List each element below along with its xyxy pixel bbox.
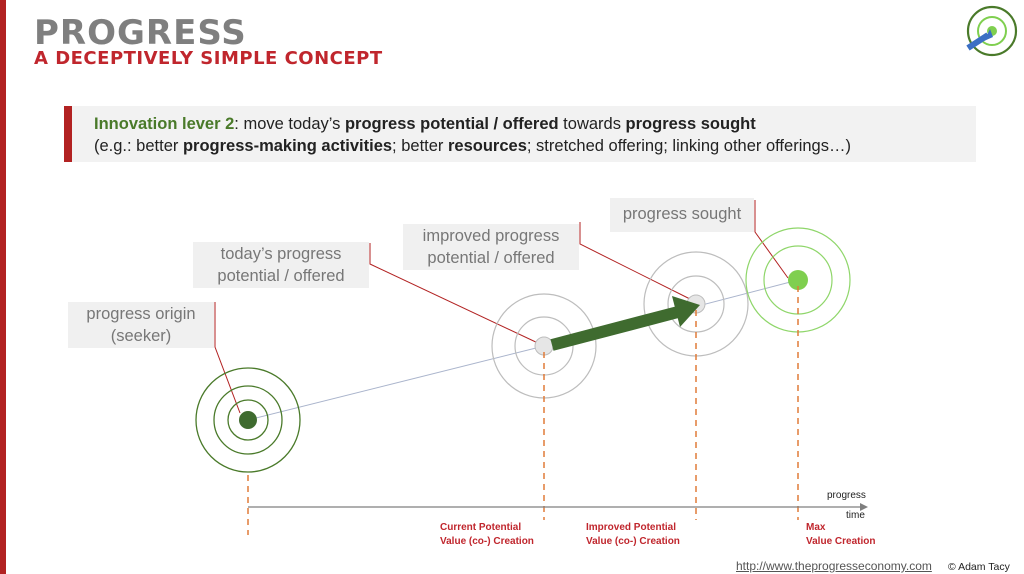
lever-bold: progress-making activities xyxy=(182,137,393,155)
axis-label-progress: progress xyxy=(827,490,866,501)
tick-line: Max xyxy=(806,522,826,533)
target-logo-icon xyxy=(966,5,1018,57)
label-line: (seeker) xyxy=(110,327,172,345)
lever-line-1: Innovation lever 2: move today’s progres… xyxy=(94,113,976,135)
lever-bold: progress sought xyxy=(625,115,756,133)
tick-line: Value (co-) Creation xyxy=(586,536,680,547)
time-axis-arrowhead xyxy=(860,503,868,511)
leader-line-origin xyxy=(214,302,241,414)
tick-line: Value Creation xyxy=(806,536,876,547)
label-line: progress sought xyxy=(622,205,742,223)
lever-line-2: (e.g.: better progress-making activities… xyxy=(94,135,976,157)
website-link[interactable]: http://www.theprogresseconomy.com xyxy=(736,559,932,573)
lever-text: ; stretched offering; linking other offe… xyxy=(526,137,851,155)
lever-text: : move today’s xyxy=(234,115,345,133)
tick-line: Value (co-) Creation xyxy=(440,536,534,547)
origin-target xyxy=(195,367,301,473)
accent-bar xyxy=(0,0,6,574)
lever-heading: Innovation lever 2 xyxy=(94,115,235,133)
tick-line: Improved Potential xyxy=(586,522,677,533)
page-title: PROGRESS xyxy=(34,13,247,53)
tick-line: Current Potential xyxy=(440,522,522,533)
sought-target xyxy=(745,227,851,333)
today-target xyxy=(491,293,597,399)
label-line: potential / offered xyxy=(427,249,555,267)
tick-improved-potential: Improved Potential Value (co-) Creation xyxy=(586,521,680,549)
lever-bold: progress potential / offered xyxy=(344,115,559,133)
axis-label-time: time xyxy=(846,510,865,521)
leader-line-today xyxy=(369,243,541,345)
tick-current-potential: Current Potential Value (co-) Creation xyxy=(440,521,534,549)
lever-text: ; better xyxy=(392,137,448,155)
leader-line-improved xyxy=(579,222,693,301)
lever-bold: resources xyxy=(448,137,527,155)
label-today-progress: today’s progress potential / offered xyxy=(193,242,369,288)
label-progress-sought: progress sought xyxy=(610,198,754,232)
trajectory-line xyxy=(247,345,545,421)
innovation-lever-callout: Innovation lever 2: move today’s progres… xyxy=(64,106,976,162)
lever-text: (e.g.: better xyxy=(94,137,183,155)
label-progress-origin: progress origin (seeker) xyxy=(68,302,214,348)
tick-max-value: Max Value Creation xyxy=(806,521,875,549)
page-subtitle: A DECEPTIVELY SIMPLE CONCEPT xyxy=(34,48,383,69)
label-line: progress origin xyxy=(86,305,196,323)
label-line: today’s progress xyxy=(220,245,342,263)
label-line: potential / offered xyxy=(217,267,345,285)
movement-arrow xyxy=(550,296,700,351)
copyright-text: © Adam Tacy xyxy=(948,561,1010,573)
leader-line-sought xyxy=(754,200,789,279)
label-improved-progress: improved progress potential / offered xyxy=(403,224,579,270)
label-line: improved progress xyxy=(422,227,560,245)
lever-text: towards xyxy=(558,115,626,133)
